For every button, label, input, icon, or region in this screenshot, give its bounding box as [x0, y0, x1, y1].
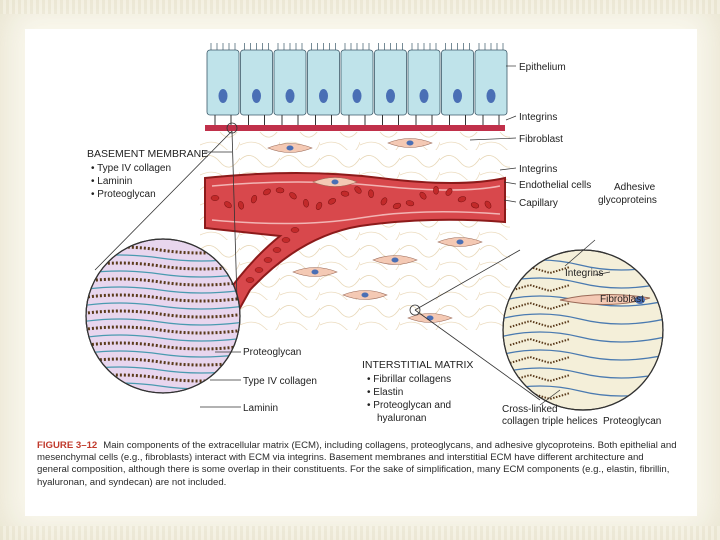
fibroblast-nucleus [287, 146, 294, 151]
red-blood-cell [276, 187, 284, 193]
red-blood-cell [211, 195, 219, 200]
label-adhesive-1: Adhesive [614, 182, 656, 193]
label-integrins-zoom: Integrins [565, 268, 603, 279]
cell-nucleus [420, 89, 429, 103]
interstitial-matrix-title: INTERSTITIAL MATRIX [362, 359, 473, 371]
cell-nucleus [353, 89, 362, 103]
cell-nucleus [386, 89, 395, 103]
cell-nucleus [319, 89, 328, 103]
cell-nucleus [286, 89, 295, 103]
label-crosslinked-2: collagen triple helices [502, 416, 598, 427]
caption-figure-label: FIGURE 3–12 [37, 440, 97, 451]
fibroblast-nucleus [457, 240, 464, 245]
interstitial-matrix-legend: INTERSTITIAL MATRIX • Fibrillar collagen… [362, 359, 473, 424]
label-crosslinked-1: Cross-linked [502, 404, 558, 415]
basement-item: • Laminin [91, 176, 132, 187]
cell-nucleus [252, 89, 261, 103]
cell-nucleus [453, 89, 462, 103]
label-adhesive-2: glycoproteins [598, 195, 657, 206]
label-integrins-mid: Integrins [519, 164, 557, 175]
fibroblast-nucleus [392, 258, 399, 263]
label-capillary: Capillary [519, 198, 558, 209]
epithelial-cell [375, 50, 407, 115]
interstitial-item: • Fibrillar collagens [367, 374, 451, 385]
red-blood-cell [282, 238, 290, 243]
label-proteoglycan-left: Proteoglycan [243, 347, 301, 358]
epithelial-cell [207, 50, 239, 115]
basement-membrane-band [205, 125, 505, 131]
red-blood-cell [433, 186, 438, 194]
label-integrins-top: Integrins [519, 112, 557, 123]
epithelial-cell [442, 50, 474, 115]
fibroblast-nucleus [407, 141, 414, 146]
label-endothelial-cells: Endothelial cells [519, 180, 591, 191]
interstitial-item: hyaluronan [377, 413, 426, 424]
red-blood-cell [255, 268, 263, 273]
fibroblast-nucleus [332, 180, 339, 185]
epithelial-cell [475, 50, 507, 115]
cell-nucleus [487, 89, 496, 103]
red-blood-cell [264, 258, 272, 263]
epithelial-cell [241, 50, 273, 115]
cell-nucleus [219, 89, 228, 103]
label-proteoglycan-right: Proteoglycan [603, 416, 661, 427]
epithelial-cell [308, 50, 340, 115]
interstitial-item: • Proteoglycan and [367, 400, 451, 411]
label-type4-collagen-left: Type IV collagen [243, 376, 317, 387]
interstitial-item: • Elastin [367, 387, 403, 398]
fibroblast-nucleus [427, 316, 434, 321]
label-epithelium: Epithelium [519, 62, 566, 73]
basement-membrane-title: BASEMENT MEMBRANE [87, 148, 208, 160]
red-blood-cell [246, 278, 254, 283]
fibroblast-nucleus [312, 270, 319, 275]
epithelium-layer [205, 43, 507, 131]
caption-text: Main components of the extracellular mat… [37, 440, 677, 488]
label-fibroblast-zoom: Fibroblast [600, 294, 644, 305]
epithelial-cell [274, 50, 306, 115]
red-blood-cell [273, 248, 281, 253]
epithelial-cell [408, 50, 440, 115]
epithelial-cell [341, 50, 373, 115]
fibroblast-nucleus [362, 293, 369, 298]
label-fibroblast-top: Fibroblast [519, 134, 563, 145]
basement-item: • Proteoglycan [91, 189, 156, 200]
red-blood-cell [291, 228, 299, 233]
label-laminin-left: Laminin [243, 403, 278, 414]
basement-item: • Type IV collagen [91, 163, 171, 174]
